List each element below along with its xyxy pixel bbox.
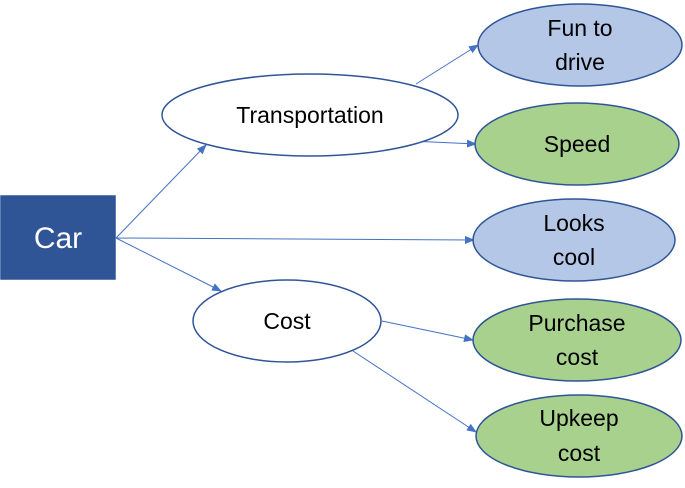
node-car-box: [0, 195, 116, 280]
node-fun-to-drive: Fun to drive: [477, 3, 683, 87]
node-looks-cool-line2: cool: [553, 244, 595, 270]
node-speed: Speed: [474, 102, 680, 186]
node-upkeep-cost-shape: [475, 394, 683, 478]
node-cost-label: Cost: [263, 308, 311, 334]
node-purchase-cost: Purchase cost: [472, 298, 682, 382]
node-looks-cool: Looks cool: [472, 198, 676, 282]
node-speed-shape: [474, 102, 680, 186]
edge-cost-upkeep-cost: [352, 350, 477, 433]
node-transportation: Transportation: [161, 73, 459, 157]
node-looks-cool-line1: Looks: [543, 210, 604, 236]
node-transportation-label: Transportation: [236, 102, 383, 128]
edge-car-looks-cool: [115, 235, 475, 244]
node-fun-to-drive-shape: [477, 3, 683, 87]
node-speed-label: Speed: [544, 131, 611, 157]
node-car: Car: [0, 195, 116, 280]
node-cost-shape: [192, 279, 382, 363]
connectors: [115, 44, 479, 433]
node-upkeep-cost-line1: Upkeep: [539, 405, 618, 431]
node-looks-cool-shape: [472, 198, 676, 282]
node-car-label: Car: [34, 222, 82, 255]
node-upkeep-cost-line2: cost: [558, 440, 601, 466]
node-fun-to-drive-line2: drive: [555, 49, 605, 75]
node-purchase-cost-shape: [472, 298, 682, 382]
node-purchase-cost-line1: Purchase: [528, 310, 625, 336]
edge-transportation-fun-to-drive: [415, 44, 479, 85]
node-purchase-cost-line2: cost: [556, 344, 599, 370]
node-transportation-shape: [161, 73, 459, 157]
edge-car-cost: [115, 237, 222, 292]
node-cost: Cost: [192, 279, 382, 363]
edge-car-transportation: [115, 144, 207, 239]
node-upkeep-cost: Upkeep cost: [475, 394, 683, 478]
edge-cost-purchase-cost: [381, 320, 474, 343]
node-fun-to-drive-line1: Fun to: [547, 15, 612, 41]
